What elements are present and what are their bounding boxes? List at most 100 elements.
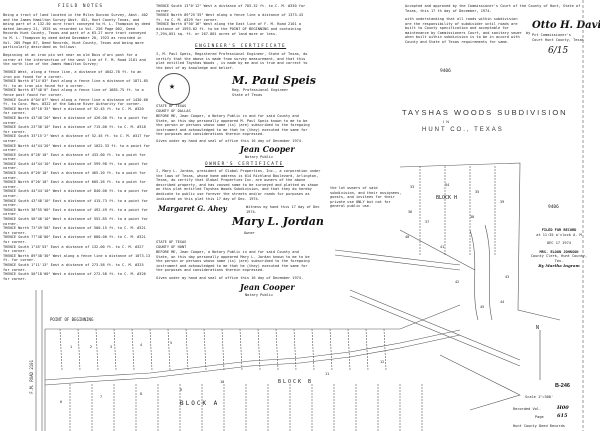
engineer-notary-given: Given under my hand and seal of office t…	[156, 139, 304, 143]
closing-call: THENCE South 13°0'12" West a distance of…	[156, 4, 308, 13]
field-notes-calls: THENCE West, along a fence line, a dista…	[3, 70, 151, 281]
field-note-call: THENCE South 44°44'10" West a distance o…	[3, 189, 151, 199]
lot-number: 11	[325, 372, 330, 376]
field-note-call: THENCE South 44°44'10" East a distance o…	[3, 161, 151, 171]
tract-boundary	[439, 354, 521, 411]
field-note-call: THENCE South 33°15'2" West a distance of…	[3, 134, 153, 143]
approval-number: 9406	[440, 69, 451, 74]
subdivision-title: TAYSHAS WOODS SUBDIVISION	[402, 108, 568, 117]
lot-line	[311, 328, 315, 371]
engineer-notary-signature: Jean Cooper	[240, 144, 295, 154]
field-note-call: THENCE North 38°55'00" East a distance o…	[3, 207, 151, 217]
owner-notary-caption: Notary Public	[245, 293, 274, 297]
closing-calls: THENCE South 13°0'12" West a distance of…	[156, 4, 310, 36]
subdivision-title-in: IN	[443, 119, 451, 124]
lot-line	[149, 328, 153, 371]
lot-line	[185, 328, 189, 371]
lot-number: 41	[440, 245, 445, 249]
lot-number: 4	[140, 343, 143, 347]
field-note-call: THENCE North 44°44'20" West a distance o…	[3, 143, 153, 153]
lot-number: 5	[170, 341, 173, 345]
filing-stamp: FILED FOR RECORD at 11:35 o'clock A. M D…	[528, 228, 590, 268]
engineer-state-county: STATE OF TEXAS COUNTY OF DALLAS	[156, 104, 191, 113]
road-line	[334, 249, 461, 266]
sheet-id: B-246	[555, 383, 570, 389]
engineer-certificate-text: I, M. Paul Speis, Registered Professiona…	[156, 52, 310, 70]
field-note-call: THENCE South 1°11'13" East a distance of…	[3, 262, 146, 272]
lot-number: 33	[410, 185, 415, 189]
closing-call: THENCE North 89°25'35" West along a fenc…	[156, 13, 306, 22]
lot-line	[113, 328, 117, 371]
lot-number: 44	[500, 300, 505, 304]
recorded-vol-label: Recorded Vol.	[513, 407, 542, 411]
lot-line	[221, 328, 225, 371]
map-scale: Scale 1"=300'	[525, 395, 554, 399]
lot-line	[293, 328, 297, 371]
witness-signature: Margaret G. Ahey	[158, 204, 227, 213]
lot-line	[365, 328, 369, 371]
field-notes-heading: FIELD NOTES	[58, 4, 104, 9]
field-note-call: THENCE South 50°18'00" West a distance o…	[3, 272, 148, 281]
owner-signature: Mary L. Jordan	[232, 215, 324, 228]
field-note-call: THENCE North 73°49'58" East a distance o…	[3, 226, 148, 235]
lot-line	[131, 328, 135, 371]
north-label: N	[536, 325, 540, 331]
owner-state-county: STATE OF TEXAS COUNTY OF HUNT	[156, 240, 187, 249]
field-note-call: THENCE South 58°40'10" West a distance o…	[3, 217, 151, 226]
field-note-call: THENCE South 77°48'00" East a distance o…	[3, 235, 148, 244]
closing-call: THENCE North 0°50'16" West along the Eas…	[156, 22, 304, 36]
field-note-call: THENCE South 43°48'10" East a distance o…	[3, 198, 151, 208]
engineer-notary-text: BEFORE ME, Jean Cooper, a Notary Public …	[156, 114, 312, 137]
lot-number: 10	[220, 380, 225, 384]
deputy-signature: By Martha Ingram	[538, 262, 580, 268]
engineer-seal: ★	[158, 73, 190, 105]
point-of-beginning-label: POINT OF BEGINNING	[50, 317, 94, 322]
approval-caption: Pct Commissioner's Court Hunt County, Te…	[532, 33, 584, 42]
lot-number: 7	[100, 395, 103, 399]
filing-date: DEC 17 1974	[547, 241, 571, 246]
owner-notary-given: Given under my hand and seal of office t…	[156, 276, 304, 280]
field-note-call: THENCE South 0°04'07" West along a fence…	[3, 97, 151, 107]
lot-number: 6	[60, 400, 63, 404]
lot-number: 36	[408, 210, 413, 214]
block-a-label: BLOCK A	[180, 400, 220, 407]
road-centerline	[44, 334, 461, 386]
lot-line	[167, 328, 171, 371]
filing-number: 9406	[548, 205, 559, 210]
tract-boundary	[399, 162, 561, 321]
engineer-signature-caption: Reg. Professional Engineer State of Texa…	[232, 88, 289, 97]
field-note-call: THENCE South 0°28'10" East a distance of…	[3, 152, 148, 162]
star-icon: ★	[169, 81, 176, 92]
lot-number: 35	[475, 190, 480, 194]
road-curve	[469, 229, 479, 321]
road-line	[334, 254, 461, 271]
field-notes-beginning: Beginning at an iron pin set near an old…	[3, 53, 148, 67]
approval-by: by	[526, 31, 531, 35]
owner-margin-note: the lot owners of said subdivision, and …	[330, 186, 404, 209]
owner-label: Owner	[244, 231, 255, 235]
lot-line	[203, 328, 207, 371]
field-note-call: THENCE South 1°45'53" East a distance of…	[3, 244, 146, 254]
engineer-certificate-heading: ENGINEER'S CERTIFICATE	[195, 44, 287, 49]
engineer-signature: M. Paul Speis	[232, 74, 316, 87]
lot-line	[329, 328, 333, 371]
lot-line	[59, 328, 63, 371]
field-note-call: THENCE North 49°10'35" West a distance o…	[3, 106, 146, 116]
lot-number: 38	[470, 215, 475, 219]
lot-number: 1	[70, 345, 73, 349]
lot-number: 12	[380, 360, 385, 364]
recorded-by: Hunt County Deed Records	[513, 424, 565, 428]
field-note-call: THENCE South 0°20'10" East a distance of…	[3, 171, 148, 180]
lot-number: 45	[480, 305, 485, 309]
county-clerk: MRS. ELOON JOHNSON	[539, 249, 579, 254]
road-label: F.M. ROAD 2101	[29, 360, 34, 394]
county-clerk-title: County Clerk, Hunt County, Tex.	[530, 254, 590, 263]
lot-number: 43	[505, 275, 510, 279]
lot-number: 9	[180, 388, 183, 392]
owner-certificate-heading: OWNER'S CERTIFICATE	[205, 162, 284, 167]
field-note-call: THENCE West, along a fence line, a dista…	[3, 70, 144, 79]
lot-number: 40	[405, 235, 410, 239]
field-note-call: THENCE North 89°48'30" West along a fenc…	[3, 253, 153, 263]
filing-time: at 11:35 o'clock A. M	[536, 232, 582, 237]
